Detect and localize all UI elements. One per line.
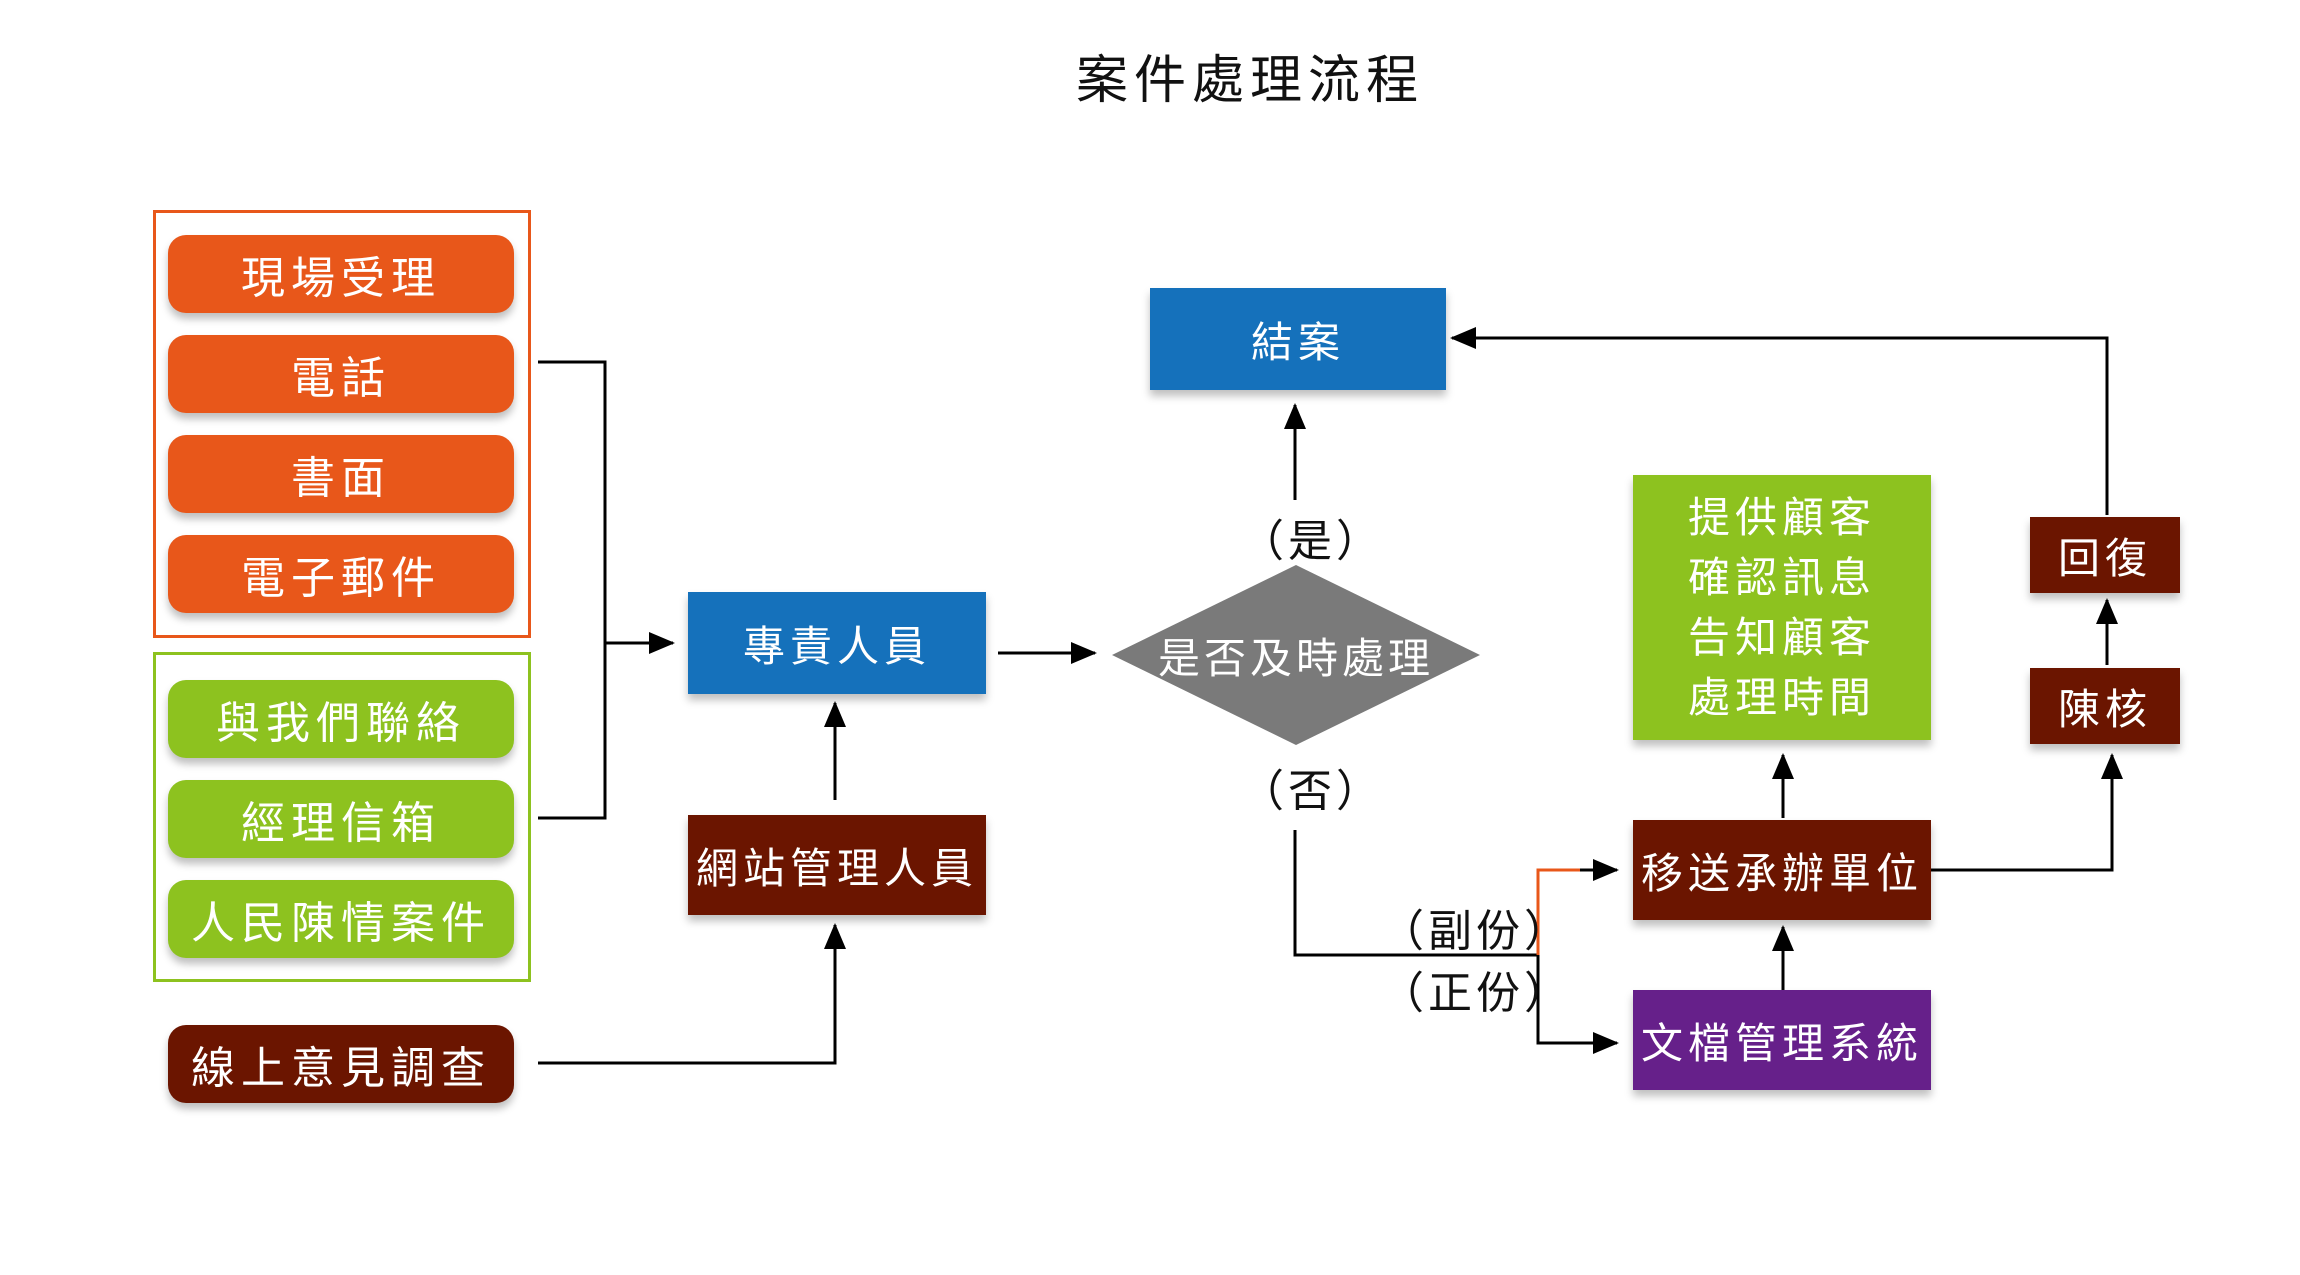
copy-label: （副份） bbox=[1380, 906, 1572, 957]
channel-email: 電子郵件 bbox=[168, 535, 514, 613]
channel-phone: 電話 bbox=[168, 335, 514, 413]
decision-label: 是否及時處理 bbox=[1157, 633, 1434, 683]
online-survey: 線上意見調查 bbox=[168, 1025, 514, 1103]
close-case-box: 結案 bbox=[1150, 288, 1446, 390]
channel-written: 書面 bbox=[168, 435, 514, 513]
channel-group-orange bbox=[153, 210, 531, 638]
page-title: 案件處理流程 bbox=[1075, 51, 1424, 111]
channel-petition: 人民陳情案件 bbox=[168, 880, 514, 958]
no-label: （否） bbox=[1240, 766, 1384, 817]
transfer-unit-box: 移送承辦單位 bbox=[1633, 820, 1931, 920]
provide-info-box: 提供顧客 確認訊息 告知顧客 處理時間 bbox=[1633, 475, 1931, 740]
provide-info-line-2: 確認訊息 bbox=[1687, 552, 1876, 602]
decision-diamond: 是否及時處理 bbox=[1112, 565, 1480, 745]
doc-system-box: 文檔管理系統 bbox=[1633, 990, 1931, 1090]
reply-box: 回復 bbox=[2030, 517, 2180, 593]
channel-onsite: 現場受理 bbox=[168, 235, 514, 313]
provide-info-line-4: 處理時間 bbox=[1687, 672, 1876, 722]
web-admin-box: 網站管理人員 bbox=[688, 815, 986, 915]
channel-group-green bbox=[153, 652, 531, 982]
staff-box: 專責人員 bbox=[688, 592, 986, 694]
original-label: （正份） bbox=[1380, 968, 1572, 1019]
provide-info-line-3: 告知顧客 bbox=[1687, 612, 1876, 662]
review-box: 陳核 bbox=[2030, 668, 2180, 744]
yes-label: （是） bbox=[1240, 516, 1384, 567]
channel-contact-us: 與我們聯絡 bbox=[168, 680, 514, 758]
provide-info-line-1: 提供顧客 bbox=[1687, 492, 1876, 542]
channel-manager-mailbox: 經理信箱 bbox=[168, 780, 514, 858]
